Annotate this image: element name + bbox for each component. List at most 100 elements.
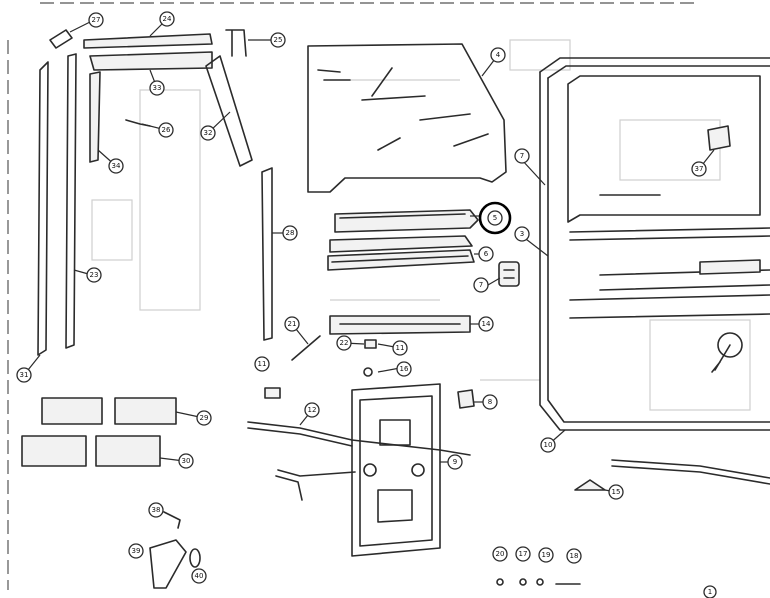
callout-label-40: 40 <box>195 572 204 580</box>
part-5-glass-channel <box>334 209 479 233</box>
callout-24: 24 <box>159 11 175 27</box>
callout-33: 33 <box>149 80 165 96</box>
callout-label-3: 3 <box>520 230 524 238</box>
callout-label-37: 37 <box>695 165 704 173</box>
callout-label-17: 17 <box>519 550 528 558</box>
callout-15: 15 <box>608 484 624 500</box>
callout-30: 30 <box>178 453 194 469</box>
part-33-channel <box>89 51 213 71</box>
part-15-bumper <box>574 459 770 491</box>
part-37-inner-handle <box>707 125 731 151</box>
callout-label-22: 22 <box>340 339 349 347</box>
part-14-lower-channel <box>329 315 471 335</box>
callout-label-32: 32 <box>204 129 213 137</box>
part-39-window-crank <box>149 539 187 589</box>
callout-27: 27 <box>88 12 104 28</box>
small-hardware <box>264 335 581 586</box>
callout-9: 9 <box>447 454 463 470</box>
callout-label-26: 26 <box>162 126 171 134</box>
part-25-bracket <box>225 29 247 57</box>
part-31-front-channel <box>37 61 49 356</box>
part-4-door-glass <box>307 43 507 193</box>
part-9-regulator-plate <box>351 383 441 557</box>
part-38-clip <box>163 511 181 529</box>
callout-label-34: 34 <box>112 162 121 170</box>
callout-label-15: 15 <box>612 488 621 496</box>
callout-14: 14 <box>478 316 494 332</box>
door-assembly <box>539 57 770 431</box>
callout-label-30: 30 <box>182 457 191 465</box>
callout-label-16: 16 <box>400 365 409 373</box>
callout-label-7: 7 <box>479 281 483 289</box>
callout-34: 34 <box>108 158 124 174</box>
part-24-top-strip <box>83 33 213 49</box>
callout-29: 29 <box>196 410 212 426</box>
callout-17: 17 <box>515 546 531 562</box>
callout-label-24: 24 <box>163 15 172 23</box>
callout-19: 19 <box>538 547 554 563</box>
callout-label-11: 11 <box>258 360 267 368</box>
callout-7: 7 <box>473 277 489 293</box>
callout-label-18: 18 <box>570 552 579 560</box>
callout-1: 1 <box>703 585 717 598</box>
callout-28: 28 <box>282 225 298 241</box>
callout-8: 8 <box>482 394 498 410</box>
callout-31: 31 <box>16 367 32 383</box>
callout-label-23: 23 <box>90 271 99 279</box>
part-30-pad-bottom <box>21 435 161 467</box>
callout-label-1: 1 <box>708 588 712 596</box>
callout-5: 5 <box>487 210 503 226</box>
callout-label-7-door: 7 <box>520 152 524 160</box>
callout-10: 10 <box>540 437 556 453</box>
callout-23: 23 <box>86 267 102 283</box>
callout-label-19: 19 <box>542 551 551 559</box>
callout-40: 40 <box>191 568 207 584</box>
callout-label-14: 14 <box>482 320 491 328</box>
part-40-washer <box>189 548 201 568</box>
callout-label-6: 6 <box>484 250 489 258</box>
callout-21: 21 <box>284 316 300 332</box>
part-34-vent-channel <box>89 71 101 163</box>
callout-label-20: 20 <box>496 550 505 558</box>
callout-37: 37 <box>691 161 707 177</box>
callout-11: 11 <box>254 356 270 372</box>
callout-32: 32 <box>200 125 216 141</box>
callout-label-8: 8 <box>488 398 492 406</box>
callout-6: 6 <box>478 246 494 262</box>
callout-16: 16 <box>396 361 412 377</box>
door-window-crank <box>711 332 743 373</box>
callout-label-9: 9 <box>453 458 457 466</box>
callout-label-25: 25 <box>274 36 283 44</box>
callout-11-b: 11 <box>392 340 408 356</box>
callout-18: 18 <box>566 548 582 564</box>
part-32-angled-channel <box>205 55 253 167</box>
callout-label-5: 5 <box>493 214 497 222</box>
callout-label-12: 12 <box>308 406 317 414</box>
callout-7-door: 7 <box>514 148 530 164</box>
callout-label-28: 28 <box>286 229 295 237</box>
callout-label-4: 4 <box>496 51 501 59</box>
callout-26: 26 <box>158 122 174 138</box>
part-23-rubber-strip <box>65 53 77 349</box>
callout-label-27: 27 <box>92 16 101 24</box>
part-12-regulator-rod <box>247 421 471 501</box>
callout-label-11-b: 11 <box>396 344 405 352</box>
callout-label-10: 10 <box>544 441 553 449</box>
callout-3: 3 <box>514 226 530 242</box>
part-28-rear-channel <box>261 167 273 341</box>
callout-38: 38 <box>148 502 164 518</box>
callout-12: 12 <box>304 402 320 418</box>
part-6-channel-assembly <box>327 235 475 271</box>
callout-4: 4 <box>490 47 506 63</box>
callout-22: 22 <box>336 335 352 351</box>
callout-label-31: 31 <box>20 371 29 379</box>
part-8-knob <box>457 389 475 409</box>
part-7-regulator-clip <box>498 261 520 287</box>
callout-label-29: 29 <box>200 414 209 422</box>
callout-label-33: 33 <box>153 84 162 92</box>
callout-label-21: 21 <box>288 320 297 328</box>
callout-20: 20 <box>492 546 508 562</box>
callout-25: 25 <box>270 32 286 48</box>
callout-label-39: 39 <box>132 547 141 555</box>
